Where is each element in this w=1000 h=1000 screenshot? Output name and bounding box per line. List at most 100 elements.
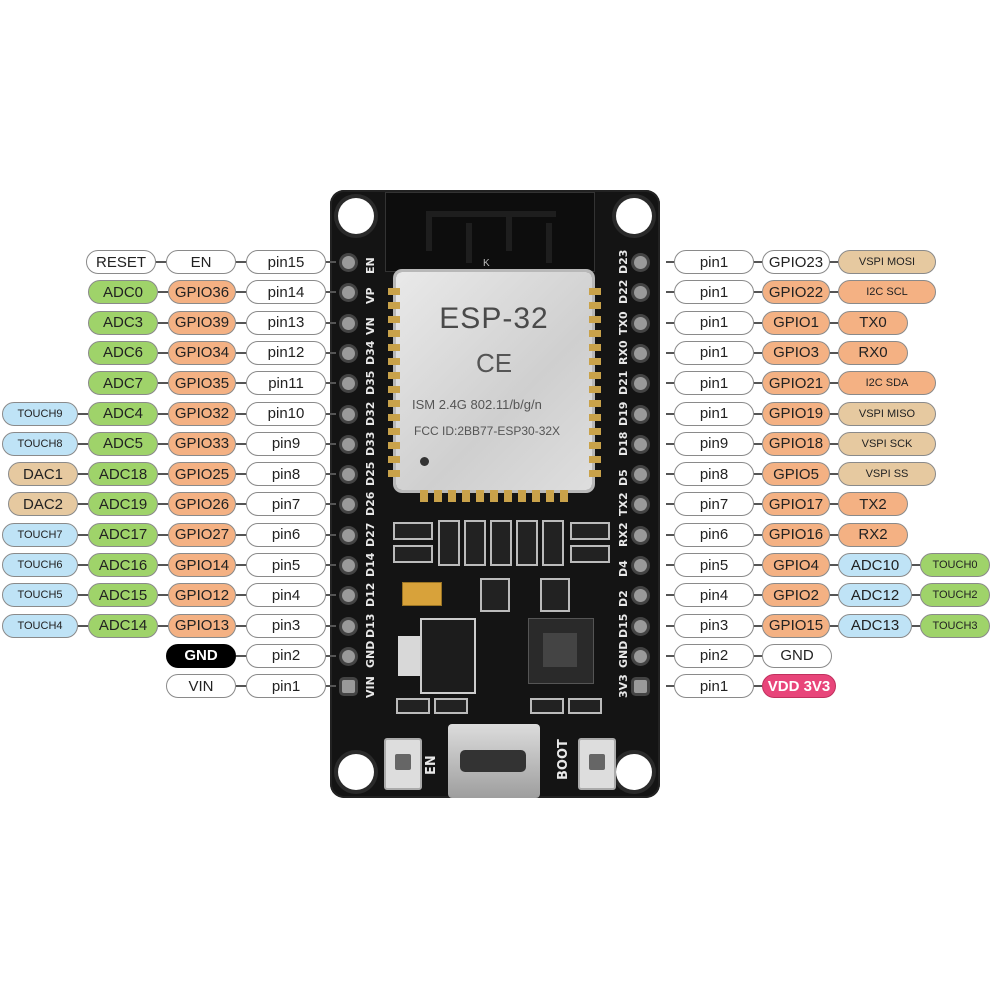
right-pin-label: VSPI MOSI [838,250,936,274]
left-header-pin [342,498,355,512]
right-pin-label: VDD 3V3 [762,674,836,699]
right-pin-label: ADC10 [838,553,912,577]
connector-line [830,412,838,415]
connector-line [326,533,336,536]
left-pin-label: pin5 [246,553,326,577]
right-pin-label: RX2 [838,522,908,547]
connector-line [754,412,762,415]
left-header-pin [342,377,355,391]
smd-component [393,522,433,540]
right-header-pin [634,437,647,451]
smd-component [393,545,433,563]
module-pad [589,358,601,365]
connector-line [912,564,920,566]
connector-line [326,412,336,415]
left-pin-label: TOUCH8 [2,431,78,456]
transistor [480,578,510,612]
module-pad [388,372,400,379]
left-pin-label: VIN [166,674,236,699]
right-pin-label: pin4 [674,583,754,608]
connector-line [326,564,336,566]
connector-line [326,473,336,476]
left-pin-label: GPIO35 [168,371,236,396]
connector-line [754,442,762,445]
left-pin-label: DAC1 [8,462,78,487]
connector-line [830,351,838,354]
connector-line [754,624,762,627]
connector-line [158,442,168,445]
right-header-pin [634,346,647,360]
connector-line [666,321,674,324]
right-silk-label: 3V3 [617,674,630,699]
mount-hole-top-left [338,198,374,234]
module-pad [504,490,512,502]
module-pad [589,442,601,449]
right-pin-label: GPIO23 [762,250,830,274]
right-pin-label: pin1 [674,250,754,274]
left-pin-label: GPIO25 [168,462,236,487]
connector-line [78,412,88,415]
connector-line [156,261,166,263]
connector-line [666,594,674,597]
transistor [540,578,570,612]
connector-line [754,382,762,385]
right-pin-label: GND [762,643,832,668]
connector-line [158,321,168,324]
left-pin-label: GPIO13 [168,613,236,638]
right-pin-label: pin3 [674,613,754,638]
module-pad [546,490,554,502]
module-pad [589,386,601,393]
left-header-pin [342,680,355,694]
module-pad [388,386,400,393]
pin1-dot [420,457,429,466]
connector-line [78,564,88,566]
connector-line [326,654,336,657]
module-pad [448,490,456,502]
connector-line [754,291,762,294]
left-pin-label: ADC17 [88,522,158,547]
connector-line [236,533,246,536]
left-pin-label: ADC4 [88,401,158,426]
left-header-pin [342,407,355,421]
left-pin-label: pin2 [246,643,326,668]
right-pin-label: pin6 [674,522,754,547]
right-pin-label: TX2 [838,492,908,517]
connector-line [326,382,336,385]
right-pin-label: TX0 [838,310,908,335]
left-pin-label: EN [166,250,236,274]
boot-button[interactable] [578,738,616,790]
right-pin-label: I2C SDA [838,371,936,396]
module-mark: K [483,258,490,269]
right-pin-label: GPIO1 [762,310,830,335]
connector-line [912,594,920,597]
left-pin-label: GPIO14 [168,553,236,577]
left-pin-label: GPIO32 [168,401,236,426]
left-header-pin [342,528,355,542]
esp32-module: ESP-32 CE ISM 2.4G 802.11/b/g/n FCC ID:2… [396,272,592,490]
right-pin-label: pin1 [674,401,754,426]
right-pin-label: VSPI SS [838,462,936,487]
left-pin-label: pin1 [246,674,326,699]
module-pad [388,456,400,463]
smd-component [568,698,602,714]
left-header-pin [342,468,355,482]
connector-line [158,533,168,536]
connector-line [754,533,762,536]
connector-line [830,533,838,536]
connector-line [236,442,246,445]
module-pad [490,490,498,502]
en-button[interactable] [384,738,422,790]
right-pin-label: pin1 [674,674,754,699]
right-pin-label: pin1 [674,340,754,365]
connector-line [236,624,246,627]
right-pin-label: GPIO2 [762,583,830,608]
connector-line [830,564,838,566]
left-pin-label: GPIO39 [168,310,236,335]
left-pin-label: pin4 [246,583,326,608]
left-pin-label: pin12 [246,340,326,365]
usb-serial-ic [528,618,594,684]
module-pad [589,456,601,463]
connector-line [326,594,336,597]
right-header-pin [634,498,647,512]
left-pin-label: pin9 [246,431,326,456]
